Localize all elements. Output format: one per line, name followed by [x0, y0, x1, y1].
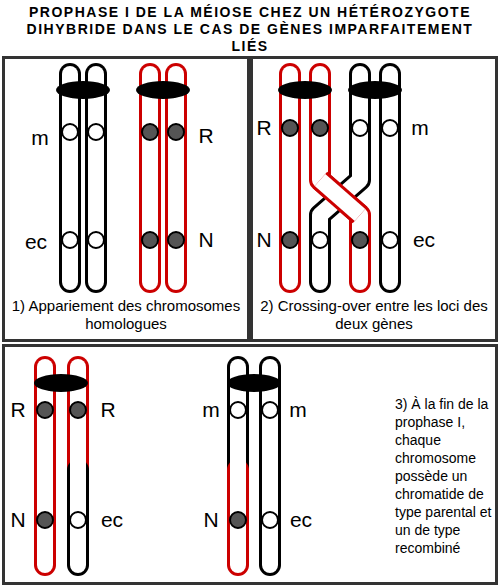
diagram-panel: 1) Appariement des chromosomes homologue… [2, 56, 250, 342]
allele-label: R [100, 399, 115, 421]
gene-locus [352, 232, 368, 248]
chromatid-fill [382, 74, 398, 282]
gene-locus [352, 120, 368, 136]
chromatid-outline [320, 74, 360, 282]
centromere [348, 81, 402, 99]
gene-locus [230, 512, 246, 528]
chromatid-fill [62, 74, 78, 282]
gene-locus [37, 512, 53, 528]
chromatid-fill [70, 470, 86, 565]
chromatid-outline [320, 74, 360, 282]
chromatid-outline [227, 470, 249, 565]
panel-caption: 3) À la fin de la prophase I, chaque chr… [395, 395, 495, 557]
diagram-panel: 3) À la fin de la prophase I, chaque chr… [2, 344, 498, 585]
crossing-over [320, 180, 360, 215]
allele-label: m [411, 117, 429, 139]
allele-label: R [198, 125, 213, 147]
gene-locus [262, 512, 278, 528]
centromere [278, 81, 332, 99]
chromatid-fill [320, 74, 360, 282]
centromere [56, 81, 110, 99]
gene-locus [168, 232, 184, 248]
chromatid-outline [379, 74, 401, 282]
chromatid-fill [320, 74, 360, 282]
chromatid-outline [279, 74, 301, 282]
gene-locus [382, 120, 398, 136]
allele-label: N [203, 509, 218, 531]
chromatid-outline [34, 367, 56, 565]
chromatid-fill [88, 74, 104, 282]
allele-label: ec [101, 509, 123, 531]
gene-locus [62, 124, 78, 140]
gene-locus [282, 120, 298, 136]
chromatid-outline [59, 74, 81, 282]
chromatid-fill [230, 470, 246, 565]
allele-label: m [31, 127, 49, 149]
chromatid-fill [262, 367, 278, 565]
gene-locus [312, 120, 328, 136]
centromere [34, 374, 88, 392]
allele-label: N [256, 229, 271, 251]
chromatid-outline [85, 74, 107, 282]
gene-locus [70, 402, 86, 418]
chromatid-outline [259, 367, 281, 565]
crossing-over [320, 180, 360, 215]
gene-locus [142, 124, 158, 140]
gene-locus [62, 232, 78, 248]
gene-locus [142, 232, 158, 248]
gene-locus [168, 124, 184, 140]
allele-label: R [10, 399, 25, 421]
diagram-panel: 2) Crossing-over entre les loci des deux… [250, 56, 498, 342]
gene-locus [282, 232, 298, 248]
chromatid-fill [142, 74, 158, 282]
title: PROPHASE I DE LA MÉIOSE CHEZ UN HÉTÉROZY… [20, 4, 480, 55]
gene-locus [88, 124, 104, 140]
allele-label: N [198, 229, 213, 251]
chromatid-outline [165, 74, 187, 282]
gene-locus [312, 232, 328, 248]
chromatid-fill [168, 74, 184, 282]
allele-label: N [10, 509, 25, 531]
panel-caption: 1) Appariement des chromosomes homologue… [11, 297, 241, 333]
allele-label: ec [290, 509, 312, 531]
allele-label: R [256, 117, 271, 139]
chromatid-fill [282, 74, 298, 282]
panel-caption: 2) Crossing-over entre les loci des deux… [259, 297, 489, 333]
allele-label: ec [413, 229, 435, 251]
gene-locus [262, 402, 278, 418]
gene-locus [88, 232, 104, 248]
allele-label: ec [25, 231, 47, 253]
gene-locus [37, 402, 53, 418]
chromatid-outline [67, 470, 89, 565]
centromere [136, 81, 190, 99]
gene-locus [382, 232, 398, 248]
chromatid-fill [37, 367, 53, 565]
gene-locus [70, 512, 86, 528]
gene-locus [230, 402, 246, 418]
allele-label: m [289, 399, 307, 421]
chromatid-outline [139, 74, 161, 282]
allele-label: m [202, 399, 220, 421]
centromere [227, 374, 281, 392]
